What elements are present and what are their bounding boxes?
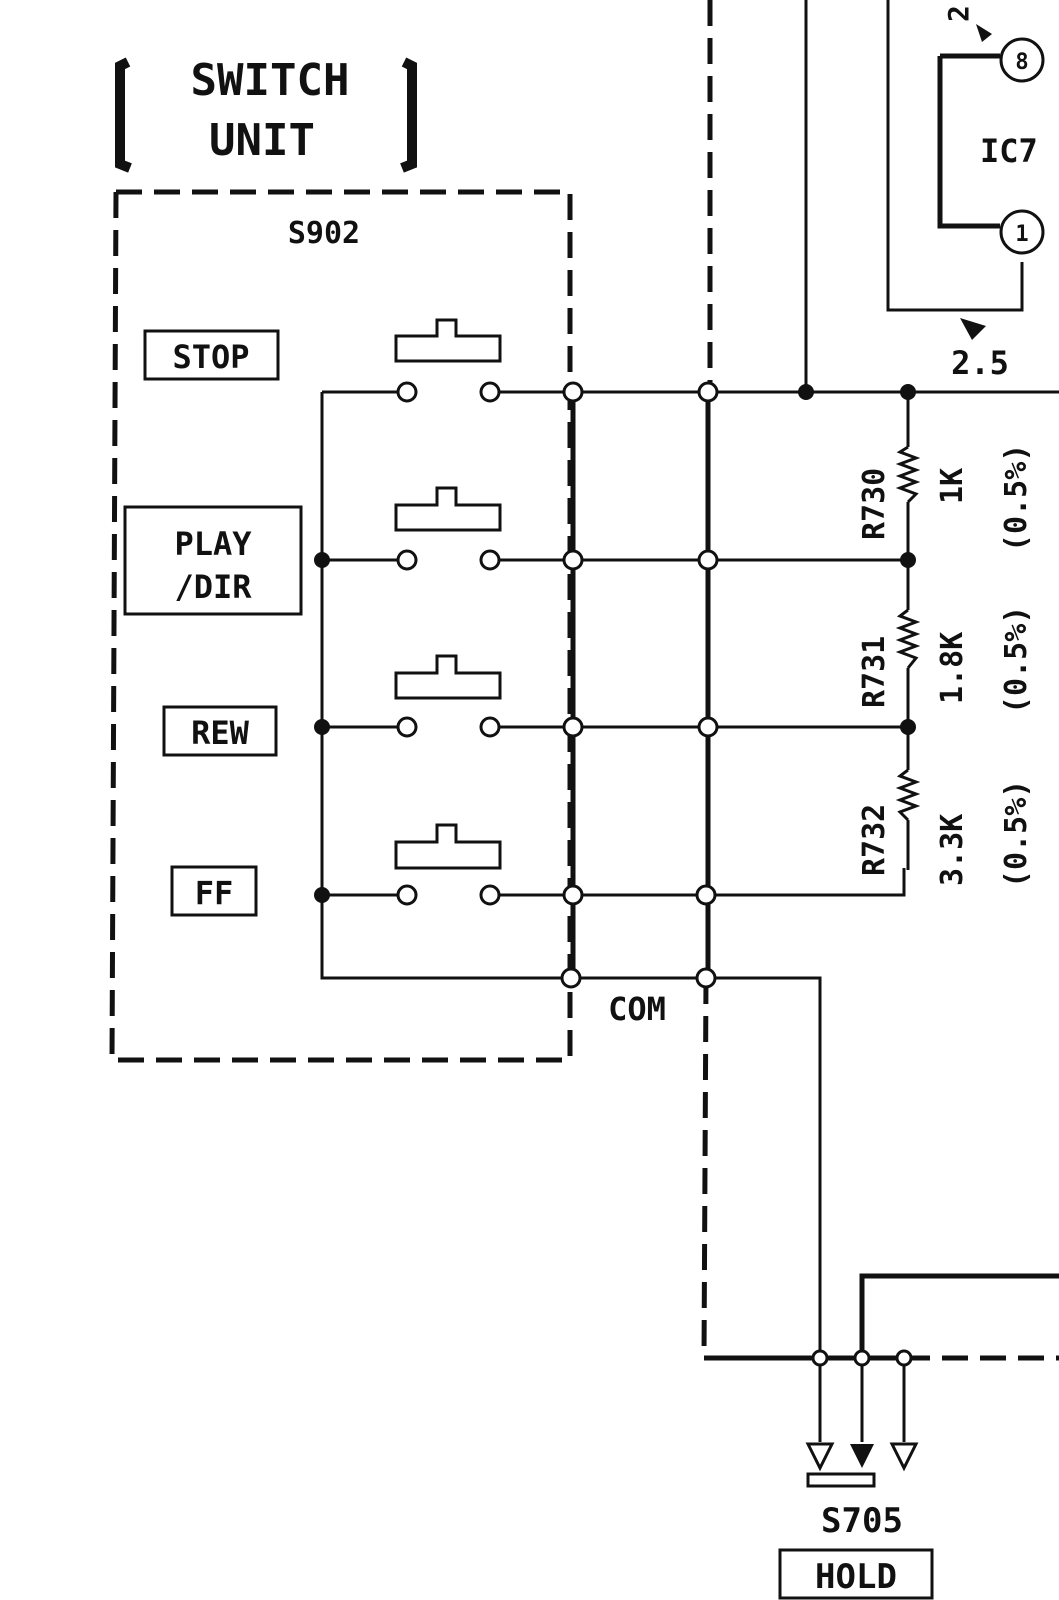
ic-ref-label: IC7 xyxy=(980,132,1038,170)
button-label-ff-text: FF xyxy=(195,874,234,912)
resistor-r730-tolerance: (0.5%) xyxy=(999,444,1034,552)
ic-pin-8 xyxy=(999,37,1045,83)
pushbutton-rew xyxy=(322,654,502,738)
ic-pin-bottom-label: 1 xyxy=(1015,222,1028,247)
resistor-r732-tolerance: (0.5%) xyxy=(999,780,1034,888)
hold-label-box xyxy=(778,1548,934,1600)
pushbutton-ff xyxy=(322,823,502,906)
resistor-r730-value: 1K xyxy=(935,468,970,504)
switch-common-bus xyxy=(320,392,566,980)
resistor-r732-value: 3.3K xyxy=(935,814,970,886)
button-label-dir-text: /DIR xyxy=(174,568,252,606)
button-label-play-dir: PLAY /DIR xyxy=(123,505,303,616)
slide-actuator xyxy=(806,1472,876,1488)
junction-dot xyxy=(900,719,916,735)
junction-dot xyxy=(900,552,916,568)
button-label-ff: FF xyxy=(170,865,258,917)
button-label-rew: REW xyxy=(162,705,278,757)
junction-dot xyxy=(314,887,330,903)
resistor-r730-ref: R730 xyxy=(857,468,892,540)
junction-dot xyxy=(314,552,330,568)
hold-switch-ref: S705 xyxy=(821,1501,903,1541)
probe-arrow-icon xyxy=(976,24,992,42)
resistor-r731-value: 1.8K xyxy=(935,632,970,704)
contact-open-arrow-icon xyxy=(805,1442,835,1472)
junction-dot xyxy=(798,384,814,400)
button-label-rew-text: REW xyxy=(191,714,250,752)
hold-switch-symbol xyxy=(805,1349,919,1488)
resistor-r732-ref: R732 xyxy=(857,804,892,876)
switch-block-ref: S902 xyxy=(288,216,360,251)
switch-unit-boundary xyxy=(109,189,573,1063)
ic-pin-1 xyxy=(999,209,1045,255)
contact-open-arrow-icon xyxy=(889,1442,919,1472)
ic-pin-top-voltage: 2 xyxy=(942,5,975,22)
button-label-stop: STOP xyxy=(143,329,280,381)
resistor-r731-icon xyxy=(895,608,921,669)
unit-title-line2: UNIT xyxy=(209,115,315,166)
contact-closed-arrow-icon xyxy=(850,1444,874,1468)
hold-control-line xyxy=(859,1273,1059,1358)
line-ff xyxy=(499,868,906,897)
com-label: COM xyxy=(608,990,666,1028)
pushbutton-play-dir xyxy=(322,486,502,571)
resistor-r731-tolerance: (0.5%) xyxy=(999,606,1034,714)
switch-unit-title: SWITCH UNIT xyxy=(115,55,417,173)
cable-dashed-lower xyxy=(701,977,709,1359)
unit-title-line1: SWITCH xyxy=(191,55,350,106)
ic-block: 8 1 IC7 2 2.5 xyxy=(886,0,1045,382)
hold-label: HOLD xyxy=(815,1557,897,1597)
pushbutton-stop xyxy=(322,318,502,403)
button-label-stop-text: STOP xyxy=(172,338,249,376)
junction-dot xyxy=(314,719,330,735)
resistor-r732-icon xyxy=(895,768,921,822)
voltage-label: 2.5 xyxy=(951,344,1009,382)
junction-dot xyxy=(900,384,916,400)
probe-arrow-icon xyxy=(960,318,986,340)
resistor-r730-icon xyxy=(895,445,921,504)
ic-pin-top-label: 8 xyxy=(1015,50,1028,75)
button-label-play-text: PLAY xyxy=(174,525,252,563)
resistor-r731-ref: R731 xyxy=(857,636,892,708)
line-com xyxy=(566,976,822,1360)
connector-pins xyxy=(560,381,719,989)
